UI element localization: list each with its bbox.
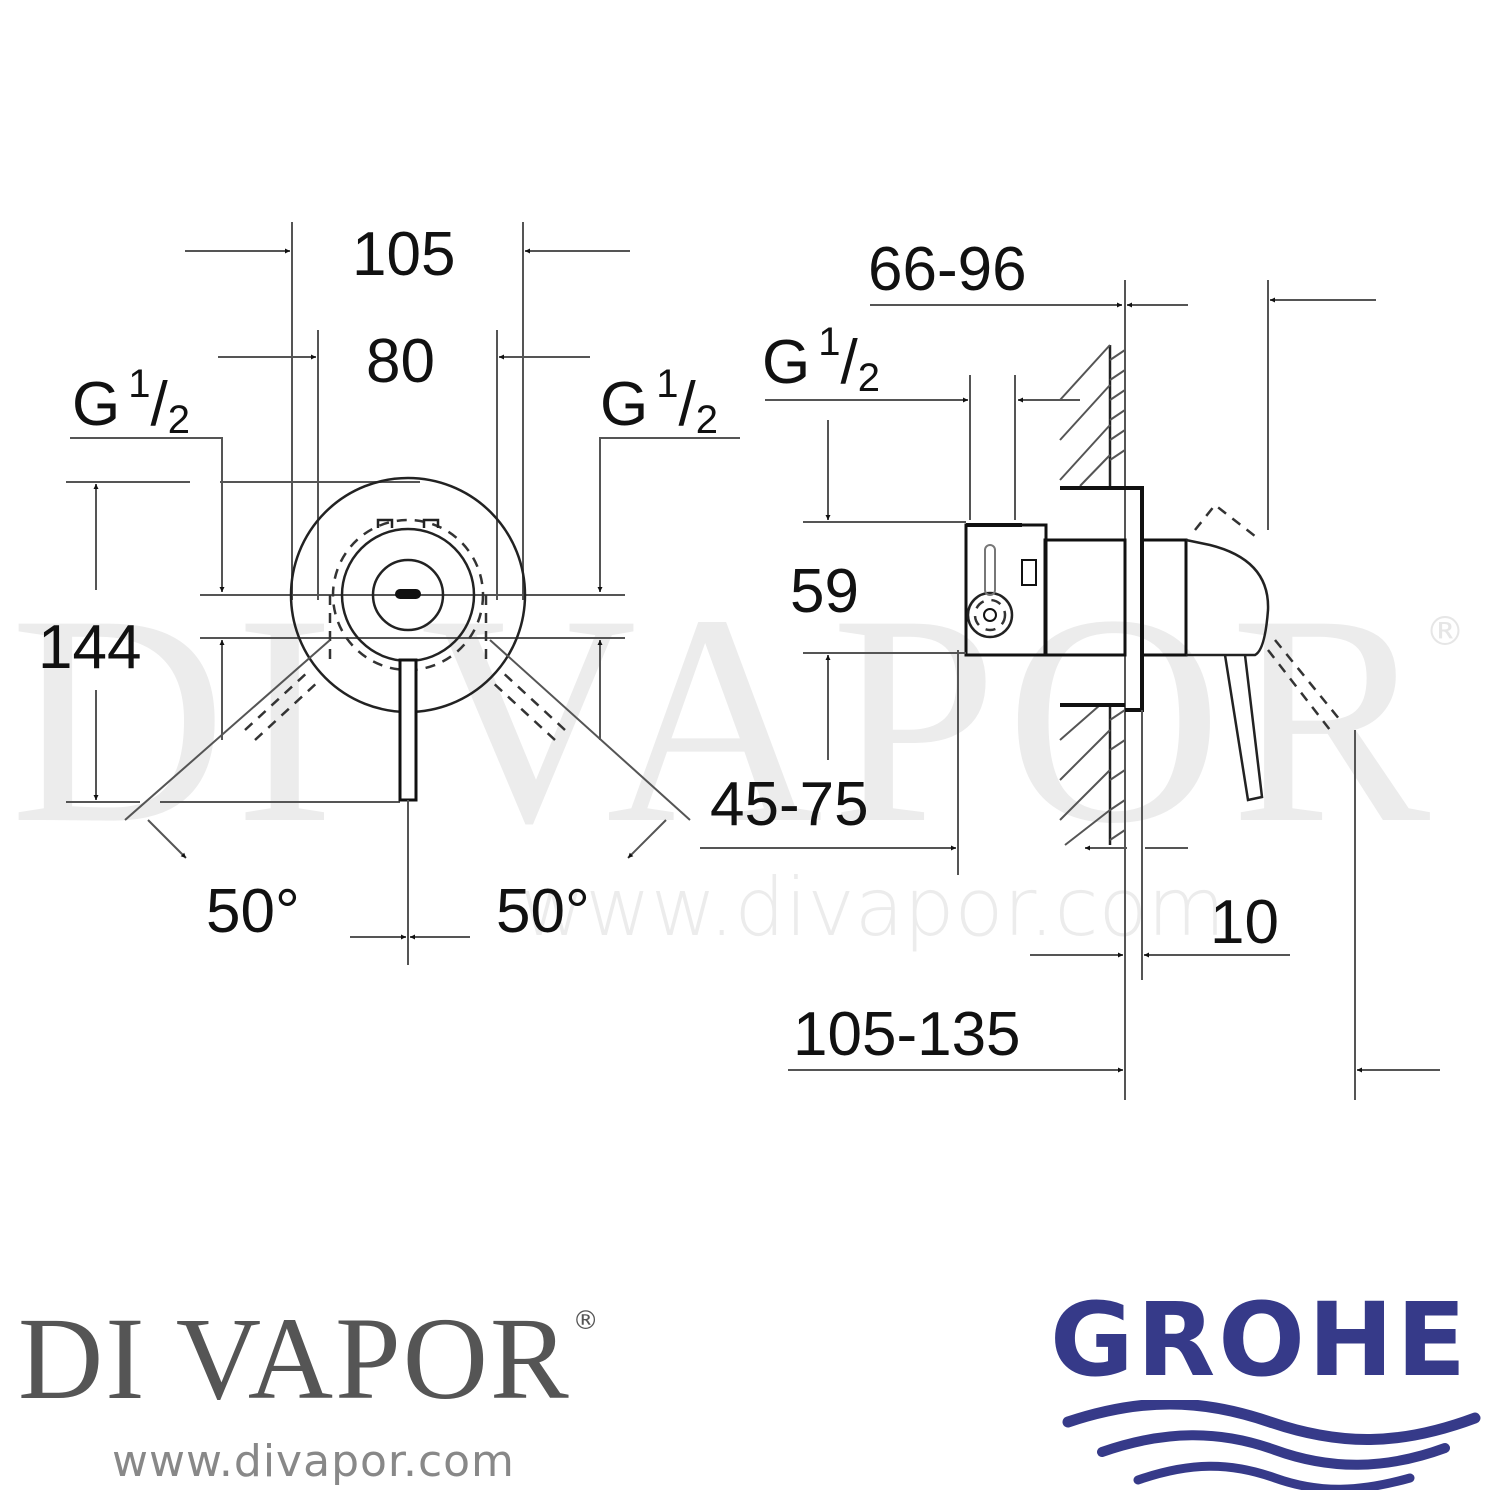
watermark: DI VAPOR ® www.divapor.com — [10, 553, 1465, 954]
divapor-logo: DI VAPOR® — [18, 1300, 601, 1418]
lever-handle — [398, 658, 418, 802]
dim-105: 105 — [352, 220, 455, 289]
dim-10: 10 — [1210, 888, 1279, 957]
dim-59: 59 — [790, 557, 859, 626]
grohe-logo: GROHE — [1050, 1281, 1490, 1490]
dim-45-75: 45-75 — [710, 770, 869, 839]
dim-80: 80 — [366, 327, 435, 396]
divapor-logo-text: DI VAPOR — [18, 1293, 571, 1424]
dim-105-135: 105-135 — [793, 1000, 1021, 1069]
watermark-registered: ® — [1425, 609, 1465, 655]
angle-left: 50° — [206, 877, 300, 946]
wall-section — [1059, 344, 1126, 846]
dim-66-96: 66-96 — [868, 235, 1027, 304]
grohe-logo-text: GROHE — [1050, 1281, 1470, 1400]
divapor-registered-mark: ® — [572, 1306, 601, 1336]
dim-144: 144 — [38, 613, 141, 682]
watermark-url: www.divapor.com — [520, 861, 1225, 954]
divapor-url: www.divapor.com — [112, 1436, 515, 1487]
angle-right: 50° — [496, 877, 590, 946]
grohe-waves-icon — [1062, 1400, 1481, 1490]
watermark-text: DI VAPOR — [10, 553, 1438, 885]
